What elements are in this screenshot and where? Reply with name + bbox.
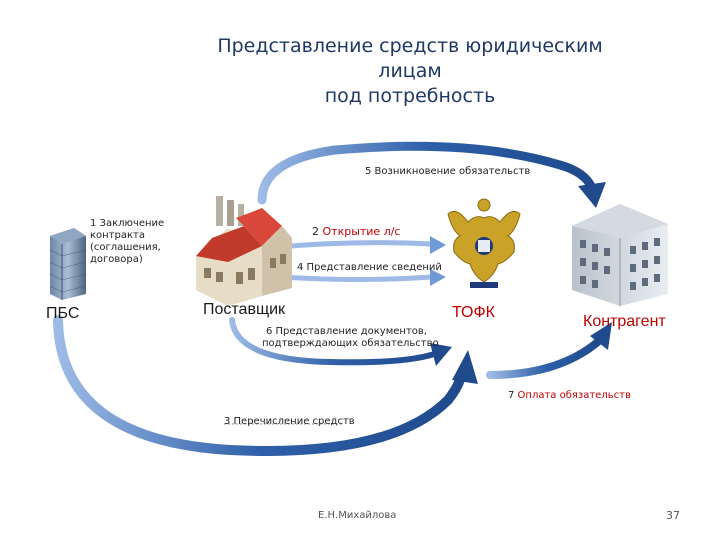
footer-author: Е.Н.Михайлова	[318, 510, 397, 521]
arrow-6-documents	[229, 317, 452, 366]
step-1-line-3: (соглашения,	[90, 242, 161, 253]
step-1-line-2: контракта	[90, 230, 145, 241]
step-4-label: 4 Представление сведений	[297, 262, 442, 274]
arrow-7-payment	[486, 322, 612, 379]
slide-title: Представление средств юридическим лицам …	[180, 34, 640, 109]
entity-supplier: Поставщик	[203, 301, 286, 318]
step-4-text: 4 Представление сведений	[297, 262, 442, 273]
step-5-text: 5 Возникновение обязательств	[365, 166, 531, 177]
step-6-label: 6 Представление документов, подтверждающ…	[262, 326, 439, 350]
step-6-line-1: 6 Представление документов,	[266, 326, 427, 337]
entity-counterparty: Контрагент	[583, 313, 666, 330]
arrow-2-open-account	[267, 236, 446, 254]
step-7-text: Оплата обязательств	[517, 390, 631, 401]
title-line-2: лицам	[378, 60, 442, 82]
entity-tofk: ТОФК	[452, 304, 495, 321]
arrow-5-obligation	[257, 141, 606, 208]
step-2-label: 2 Открытие л/с	[312, 226, 400, 238]
step-3-label: 3 Перечисление средств	[224, 416, 355, 428]
step-6-line-2: подтверждающих обязательство	[262, 338, 439, 349]
step-1-label: 1 Заключение контракта (соглашения, дого…	[90, 218, 164, 266]
step-2-number: 2	[312, 225, 323, 238]
step-1-line-1: 1 Заключение	[90, 218, 165, 229]
eagle-emblem-icon	[447, 198, 521, 288]
step-3-text: 3 Перечисление средств	[224, 416, 355, 427]
factory-icon	[196, 196, 292, 306]
entity-pbs: ПБС	[46, 305, 80, 322]
office-building-icon	[572, 204, 668, 306]
title-line-1: Представление средств юридическим	[217, 35, 603, 57]
title-line-3: под потребность	[324, 85, 496, 107]
office-tower-icon	[49, 228, 87, 300]
arrow-3-transfer	[53, 315, 478, 456]
step-2-text: Открытие л/с	[322, 225, 401, 238]
step-7-number: 7	[508, 390, 518, 401]
arrow-4-provide-info	[281, 269, 446, 286]
step-5-label: 5 Возникновение обязательств	[365, 166, 530, 178]
step-7-label: 7 Оплата обязательств	[508, 390, 631, 402]
page-number: 37	[666, 509, 680, 522]
step-1-line-4: договора)	[90, 254, 143, 265]
